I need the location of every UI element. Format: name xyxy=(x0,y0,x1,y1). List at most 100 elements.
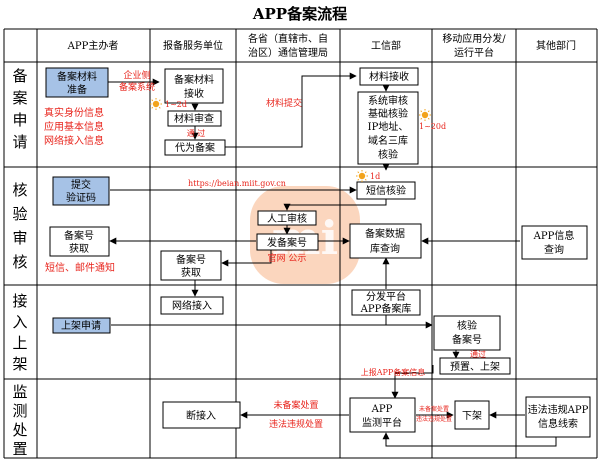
box-verify-number xyxy=(433,315,501,351)
box-service-get-number xyxy=(160,250,222,281)
row-label-char: 架 xyxy=(12,355,27,373)
box-text: 获取 xyxy=(181,267,201,279)
box-text: 备案号 xyxy=(64,229,94,242)
box-text: 发备案号 xyxy=(267,236,307,249)
box-preset-shelf xyxy=(439,357,511,375)
connectors xyxy=(108,72,557,447)
box-app-info-query xyxy=(521,225,588,260)
box-listing-request xyxy=(52,317,111,334)
arrow-shelf-to-monitor xyxy=(391,365,434,399)
label-url: https://beian.miit.gov.cn xyxy=(188,179,286,188)
row-label-char: 上 xyxy=(12,334,27,352)
box-manual-review xyxy=(257,210,317,226)
label-unfiled-disposal: 未备案处置 xyxy=(419,405,449,413)
box-filing-db-query xyxy=(349,223,422,259)
label-duration: 1d xyxy=(370,172,380,181)
col-header-host: APP主办者 xyxy=(67,39,119,52)
box-text: 违法违规APP xyxy=(528,403,589,416)
box-text: 短信核验 xyxy=(366,184,406,197)
box-sms-verify xyxy=(356,181,416,200)
box-platform-filing-store xyxy=(351,289,421,316)
box-text: 备案数据 xyxy=(365,227,405,240)
box-text: 获取 xyxy=(69,243,89,255)
arrow-issue-to-service xyxy=(221,250,272,267)
col-header-service: 报备服务单位 xyxy=(163,39,223,52)
row-label-char: 验 xyxy=(12,205,27,223)
row-label-char: 接 xyxy=(12,292,27,310)
box-miit-receive xyxy=(359,67,419,86)
row-label-char: 处 xyxy=(12,421,27,439)
label-duration: 1~20d xyxy=(419,122,446,131)
box-illegal-clue xyxy=(525,396,591,438)
box-text: 核验 xyxy=(457,319,477,332)
box-text: 材料审查 xyxy=(174,112,214,125)
box-text: 上架申请 xyxy=(61,319,101,332)
box-system-audit xyxy=(357,91,419,165)
box-text: 材料接收 xyxy=(369,70,409,83)
label-app-basic-info: 应用基本信息 xyxy=(44,120,104,133)
box-text: 下架 xyxy=(462,410,482,422)
sun-icon xyxy=(419,109,431,121)
box-text: 域名三库 xyxy=(368,134,408,147)
box-text: 代为备案 xyxy=(175,141,215,154)
row-label-char: 申 xyxy=(12,111,27,129)
box-text: 查询 xyxy=(544,243,564,256)
box-text: APP xyxy=(371,404,393,415)
box-monitor-platform xyxy=(349,397,416,433)
box-text: 网络接入 xyxy=(172,299,212,312)
label-pass: 通 过 xyxy=(187,128,206,138)
box-text: 分发平台 xyxy=(366,290,406,303)
box-text: 核验 xyxy=(378,148,398,161)
row-labels: 备 案 申 请 核 验 审 核 接 入 上 架 监 测 处 置 xyxy=(12,67,27,458)
box-text: 备案材料 xyxy=(57,70,97,83)
label-material-submit: 材料提交 xyxy=(266,97,302,109)
col-header-province-2: 治区）通信管理局 xyxy=(248,46,328,59)
box-material-receive xyxy=(164,68,224,104)
box-material-prepare xyxy=(45,67,109,98)
box-text: APP备案库 xyxy=(360,302,412,315)
box-text: 人工审核 xyxy=(267,212,307,225)
arrow-sms-to-manual xyxy=(283,199,387,211)
box-host-get-number xyxy=(49,226,110,257)
label-network-info: 网络接入信息 xyxy=(44,134,104,147)
annotations: 企业侧 备案系统 1~2d 通 过 材料提交 1~20d 真实身份信息 应用基本… xyxy=(44,69,486,430)
label-identity-info: 真实身份信息 xyxy=(44,106,104,119)
col-header-platform-1: 移动应用分发/ xyxy=(442,32,506,45)
col-header-province-1: 各省（直辖市、自 xyxy=(248,32,328,45)
label-violation-disposal: 违法违规处置 xyxy=(269,418,323,430)
box-cut-access xyxy=(162,401,241,429)
label-duration: 1~2d xyxy=(165,100,187,109)
row-label-char: 审 xyxy=(12,229,27,247)
box-text: 备案号 xyxy=(452,333,482,346)
box-proxy-filing xyxy=(164,139,226,156)
box-text: 监测平台 xyxy=(362,416,402,429)
box-text: 信息线索 xyxy=(538,417,578,430)
row-label-char: 入 xyxy=(12,313,27,331)
diagram-title: APP备案流程 xyxy=(252,5,347,23)
box-text: IP地址、 xyxy=(368,120,409,133)
label-pass: 通过 xyxy=(470,349,486,359)
box-text: 基础核验 xyxy=(368,107,408,120)
col-header-other: 其他部门 xyxy=(536,39,576,52)
box-text: 提交 xyxy=(71,178,91,191)
box-take-down xyxy=(454,400,490,430)
box-text: 库查询 xyxy=(370,242,400,255)
sun-icon xyxy=(356,170,368,182)
label-website-publicity: 官网 公示 xyxy=(268,252,307,264)
box-network-access xyxy=(160,296,224,315)
row-label-char: 请 xyxy=(12,133,27,151)
box-text: 接收 xyxy=(184,87,204,100)
box-text: 备案号 xyxy=(176,253,206,266)
col-header-platform-2: 运行平台 xyxy=(454,46,494,59)
box-issue-number xyxy=(256,233,319,251)
label-unfiled-disposal: 未备案处置 xyxy=(273,399,318,411)
box-text: 预置、上架 xyxy=(450,361,500,373)
boxes xyxy=(45,67,591,438)
sun-icon xyxy=(150,98,162,110)
arrow-clue-to-monitor xyxy=(382,432,557,447)
row-label-char: 监 xyxy=(12,383,27,401)
box-submit-code xyxy=(52,176,110,206)
box-texts: 备案材料 准备 备案材料 接收 材料审查 代为备案 材料接收 系统审核 基础核验… xyxy=(57,70,589,430)
